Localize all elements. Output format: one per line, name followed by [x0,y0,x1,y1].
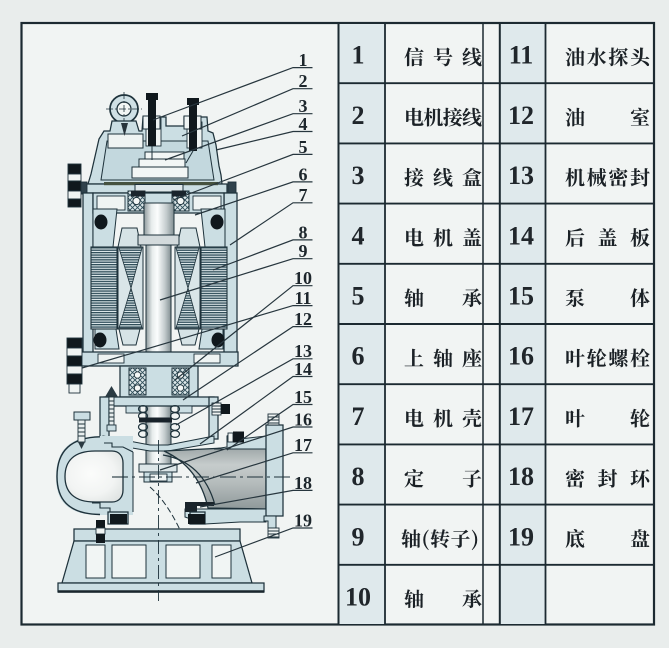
svg-text:10: 10 [294,268,312,288]
svg-text:8: 8 [299,222,308,242]
svg-text:4: 4 [299,114,308,134]
svg-text:1: 1 [352,41,365,70]
svg-text:18: 18 [508,462,534,491]
svg-text:19: 19 [508,522,534,551]
svg-text:19: 19 [294,510,312,530]
svg-text:3: 3 [299,96,308,116]
svg-text:6: 6 [352,342,365,371]
svg-text:17: 17 [294,435,312,455]
svg-text:7: 7 [299,185,308,205]
svg-text:18: 18 [294,473,312,493]
svg-text:11: 11 [509,41,534,70]
svg-text:16: 16 [508,342,534,371]
svg-text:14: 14 [508,221,534,250]
svg-text:16: 16 [294,409,312,429]
svg-text:15: 15 [508,282,534,311]
svg-text:8: 8 [352,462,365,491]
svg-text:6: 6 [299,164,308,184]
svg-text:11: 11 [294,288,311,308]
svg-text:2: 2 [352,101,365,130]
svg-text:5: 5 [299,137,308,157]
svg-text:10: 10 [345,583,371,612]
svg-text:14: 14 [294,359,312,379]
svg-text:5: 5 [352,282,365,311]
svg-text:1: 1 [299,50,308,70]
svg-text:3: 3 [352,161,365,190]
svg-text:17: 17 [508,402,534,431]
svg-text:4: 4 [352,221,365,250]
svg-text:15: 15 [294,387,312,407]
svg-text:2: 2 [299,71,308,91]
svg-text:12: 12 [294,309,312,329]
svg-text:13: 13 [508,161,534,190]
svg-text:9: 9 [352,522,365,551]
svg-text:7: 7 [352,402,365,431]
svg-text:9: 9 [299,241,308,261]
svg-text:12: 12 [508,101,534,130]
svg-text:13: 13 [294,341,312,361]
